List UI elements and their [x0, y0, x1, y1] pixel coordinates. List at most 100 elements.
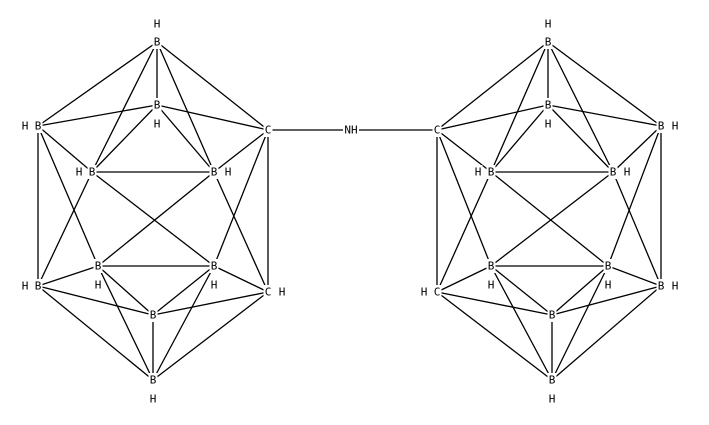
- atom-L_lower_left-bg: [33, 279, 43, 293]
- hydrogen-R_mid_right-bg: [622, 165, 632, 179]
- hydrogen-L_bottom-bg: [148, 392, 158, 406]
- hydrogen-L_lower_right_in-bg: [209, 278, 219, 292]
- bond-L_lower_left_in-L_bottom: [97, 265, 154, 381]
- hydrogen-R_upper_mid-bg: [543, 117, 553, 131]
- hydrogen-L_lower_left-bg: [20, 279, 30, 293]
- hydrogen-R_lower_right_in: H: [605, 279, 612, 292]
- bond-R_C2-R_bottom: [436, 291, 553, 381]
- bond-L_upper_mid-L_mid_left: [91, 104, 158, 173]
- atom-R_mid_left-bg: [486, 165, 496, 179]
- hydrogen-R_upper_right-bg: [670, 119, 680, 133]
- atom-L_upper_left-bg: [33, 119, 43, 133]
- hydrogen-R_bottom-bg: [547, 392, 557, 406]
- bond-R_top-R_mid_right: [547, 41, 614, 173]
- bond-R_upper_mid-R_upper_right: [547, 104, 662, 127]
- hydrogen-R_lower_right_in-bg: [603, 278, 613, 292]
- atom-L_top: B: [154, 36, 161, 49]
- atom-L_mid_left-bg: [87, 165, 97, 179]
- atom-R_bottom_mid-bg: [547, 308, 557, 322]
- hydrogen-R_top-bg: [543, 17, 553, 31]
- hydrogen-L_C2-bg: [277, 285, 287, 299]
- atom-L_C1: C: [265, 124, 272, 137]
- bond-L_C1-L_mid_right: [213, 129, 269, 173]
- bond-R_top-R_upper_right: [547, 41, 662, 127]
- atom-R_lower_right_in: B: [605, 260, 612, 273]
- hydrogen-R_lower_left_in: H: [488, 279, 495, 292]
- atom-R_C2: C: [434, 286, 441, 299]
- bond-R_upper_right-R_lower_right_in: [607, 125, 662, 267]
- atom-R_lower_right: B: [658, 280, 665, 293]
- bond-L_lower_left-L_bottom_mid: [37, 285, 154, 316]
- bond-L_lower_left_in-L_bottom_mid: [97, 265, 154, 316]
- atom-L_lower_left_in: B: [95, 260, 102, 273]
- atom-L_mid_right-bg: [209, 165, 219, 179]
- bond-R_lower_right-R_bottom_mid: [551, 285, 662, 316]
- atom-L_C2: C: [265, 286, 272, 299]
- bond-R_lower_right_in-R_lower_right: [607, 265, 662, 287]
- atom-L_upper_left: B: [35, 120, 42, 133]
- bond-L_upper_left-L_mid_left: [37, 125, 93, 173]
- atom-L_mid_right: B: [211, 166, 218, 179]
- hydrogen-R_mid_left-bg: [473, 165, 483, 179]
- atom-R_upper_mid: B: [545, 99, 552, 112]
- hydrogen-L_upper_left: H: [22, 120, 29, 133]
- amine-nh-label: NH: [344, 124, 357, 137]
- bond-R_top-R_C1: [436, 41, 549, 131]
- atom-R_top: B: [545, 36, 552, 49]
- atom-R_mid_right: B: [610, 166, 617, 179]
- hydrogen-R_upper_right: H: [672, 120, 679, 133]
- atom-R_mid_right-bg: [608, 165, 618, 179]
- hydrogen-R_lower_right-bg: [670, 279, 680, 293]
- bond-L_upper_mid-L_C1: [156, 104, 269, 131]
- atom-R_lower_right-bg: [656, 279, 666, 293]
- hydrogen-L_mid_right: H: [225, 166, 232, 179]
- atom-L_C1-bg: [263, 123, 273, 137]
- atom-L_top-bg: [152, 35, 162, 49]
- bond-R_upper_mid-R_mid_left: [490, 104, 549, 173]
- atom-R_upper_right: B: [658, 120, 665, 133]
- bond-R_lower_left_in-R_bottom: [490, 265, 553, 381]
- atom-R_C2-bg: [432, 285, 442, 299]
- bond-L_top-L_C1: [156, 41, 269, 131]
- atom-L_lower_right_in: B: [211, 260, 218, 273]
- atom-L_C2-bg: [263, 285, 273, 299]
- atom-L_mid_left: B: [89, 166, 96, 179]
- hydrogen-R_mid_right: H: [624, 166, 631, 179]
- hydrogen-L_mid_left: H: [76, 166, 83, 179]
- hydrogen-L_lower_left_in-bg: [93, 278, 103, 292]
- bond-L_lower_right_in-L_bottom: [152, 265, 215, 381]
- hydrogen-R_bottom: H: [549, 393, 556, 406]
- bond-R_C1-R_lower_left_in: [436, 129, 492, 267]
- hydrogen-L_C2: H: [279, 286, 286, 299]
- bond-L_lower_right_in-L_C2: [213, 265, 269, 293]
- bond-R_mid_right-R_lower_left_in: [490, 171, 614, 267]
- bond-L_C1-L_lower_right_in: [213, 129, 269, 267]
- hydrogen-L_top-bg: [152, 17, 162, 31]
- atom-L_lower_left: B: [35, 280, 42, 293]
- hydrogen-R_lower_left_in-bg: [486, 278, 496, 292]
- atom-R_upper_mid-bg: [543, 98, 553, 112]
- atom-L_bottom_mid-bg: [148, 308, 158, 322]
- bond-L_lower_left-L_bottom: [37, 285, 154, 381]
- bond-L_C2-L_bottom_mid: [152, 291, 269, 316]
- bond-L_upper_left-L_upper_mid: [37, 104, 158, 127]
- bond-L_mid_left-L_lower_left: [37, 171, 93, 287]
- bond-L_mid_left-L_lower_right_in: [91, 171, 215, 267]
- bond-L_lower_left-L_lower_left_in: [37, 265, 99, 287]
- bonds-group: [37, 41, 662, 381]
- hydrogen-R_C2-bg: [419, 285, 429, 299]
- bond-L_top-L_mid_left: [91, 41, 158, 173]
- hydrogen-L_upper_mid-bg: [152, 117, 162, 131]
- hydrogen-L_lower_right_in: H: [211, 279, 218, 292]
- hydrogen-L_upper_mid: H: [154, 118, 161, 131]
- hydrogen-L_lower_left: H: [22, 280, 29, 293]
- bond-R_lower_right_in-R_bottom: [551, 265, 609, 381]
- atom-R_bottom: B: [549, 374, 556, 387]
- atom-L_bottom_mid: B: [150, 309, 157, 322]
- hydrogen-L_mid_left-bg: [74, 165, 84, 179]
- atom-R_top-bg: [543, 35, 553, 49]
- bond-R_lower_right-R_bottom: [551, 285, 662, 381]
- bond-R_C1-R_upper_mid: [436, 104, 549, 131]
- atom-R_C1: C: [434, 124, 441, 137]
